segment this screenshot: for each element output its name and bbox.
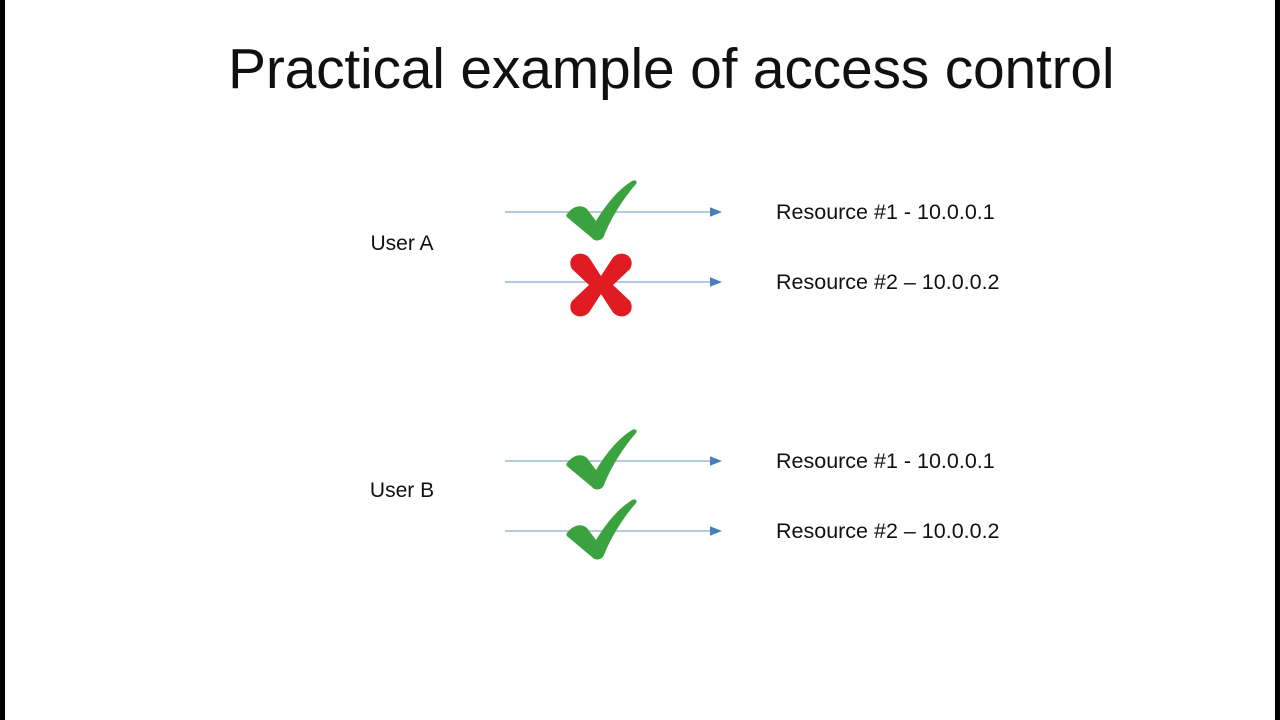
user-label-b: User B: [369, 479, 435, 502]
user-label-a: User A: [370, 232, 434, 255]
resource-label-b1: Resource #1 - 10.0.0.1: [776, 449, 995, 473]
right-arrow-icon: [505, 454, 723, 468]
right-arrow-icon: [505, 275, 723, 289]
green-check-icon: [563, 497, 641, 565]
resource-label-a1: Resource #1 - 10.0.0.1: [776, 200, 995, 224]
letterbox-bar-right: [1275, 0, 1280, 720]
page-title: Practical example of access control: [228, 37, 1115, 101]
resource-label-a2: Resource #2 – 10.0.0.2: [776, 270, 1000, 294]
letterbox-bar-left: [0, 0, 5, 720]
green-check-icon: [563, 178, 641, 246]
resource-label-b2: Resource #2 – 10.0.0.2: [776, 519, 1000, 543]
green-check-icon: [563, 427, 641, 495]
red-cross-icon: [566, 252, 636, 318]
right-arrow-icon: [505, 524, 723, 538]
right-arrow-icon: [505, 205, 723, 219]
